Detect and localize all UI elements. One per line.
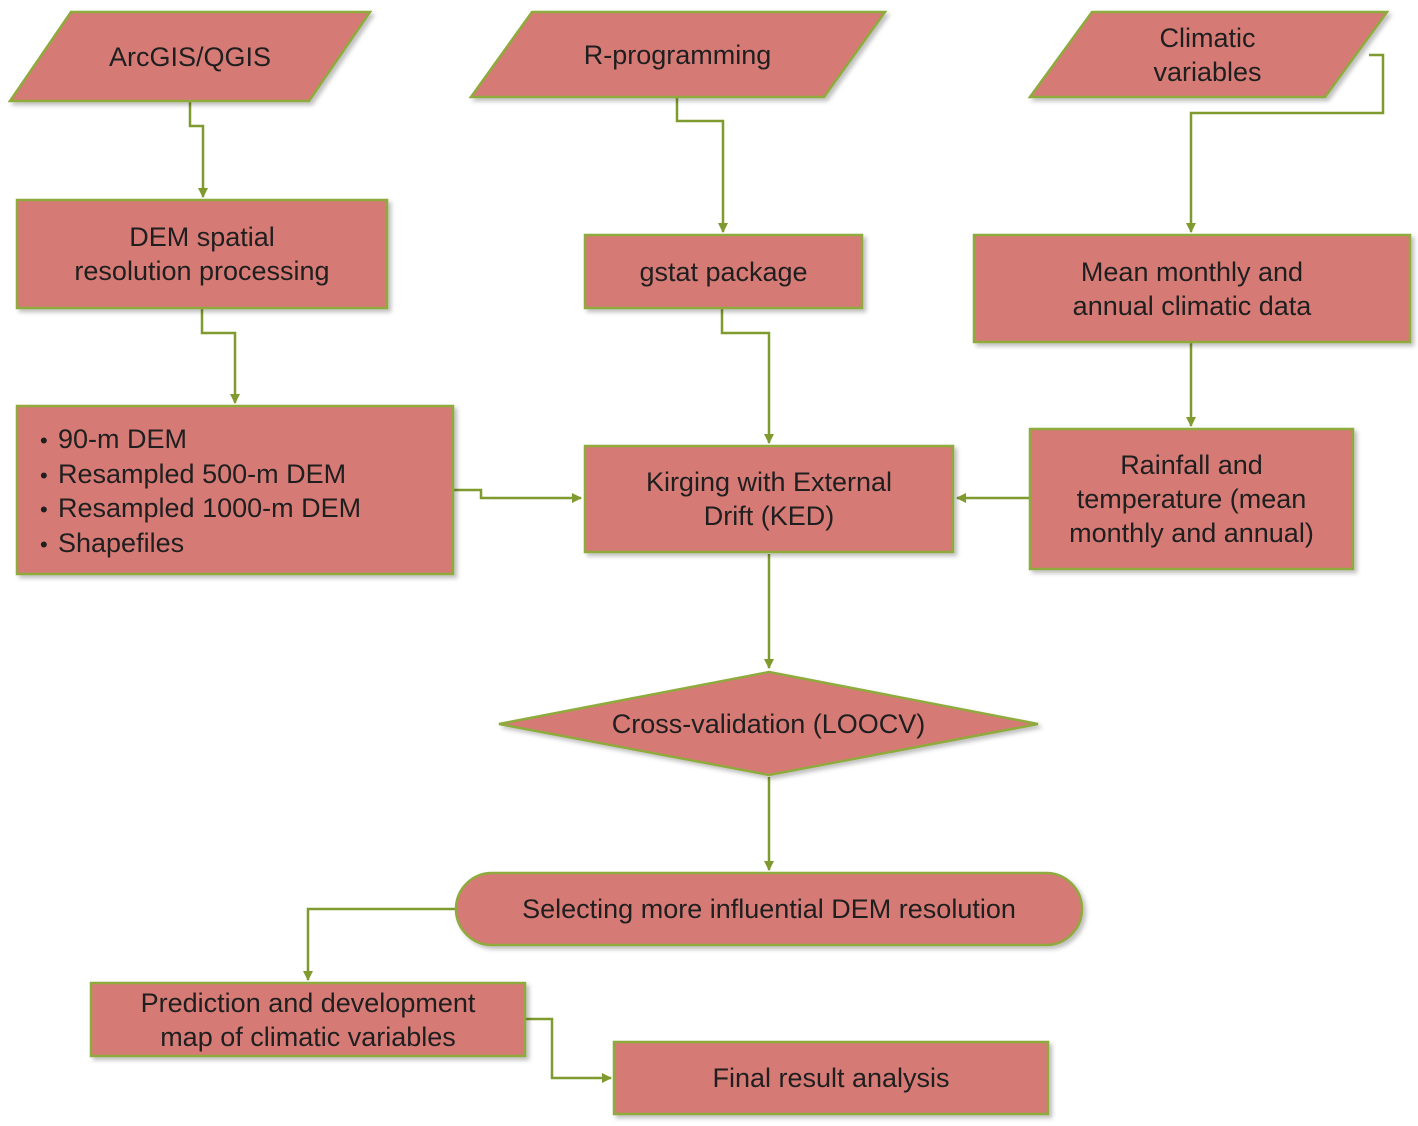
connector-rprog-to-gstat [675,97,728,233]
connector-selecting-to-prediction [303,907,456,981]
rain-temp-box [1028,427,1355,571]
prediction-box [89,981,527,1058]
connector-prediction-to-final [526,1017,612,1083]
ked-box [583,444,955,554]
dem-list: 90-m DEM Resampled 500-m DEM Resampled 1… [40,423,450,561]
final-box [612,1040,1050,1116]
connector-dem-processing-to-dem-list [200,308,240,404]
connector-dem-list-to-ked [454,488,582,503]
dem-list-item: Shapefiles [40,527,450,562]
selecting-terminal [454,871,1084,947]
dem-list-item: 90-m DEM [40,423,450,458]
dem-list-item: Resampled 1000-m DEM [40,492,450,527]
cross-validation-diamond [498,670,1039,777]
connector-arcgis-to-dem-processing [188,101,208,198]
dem-processing-box [15,198,389,310]
mean-monthly-box [972,233,1412,344]
connector-gstat-to-ked [720,308,774,444]
arcgis-input-shape [7,10,373,103]
connector-climatic-to-mean-monthly [1186,53,1385,233]
gstat-box [583,233,864,310]
dem-list-item: Resampled 500-m DEM [40,458,450,493]
climatic-input-shape [1027,10,1390,99]
rprog-input-shape [468,10,888,99]
